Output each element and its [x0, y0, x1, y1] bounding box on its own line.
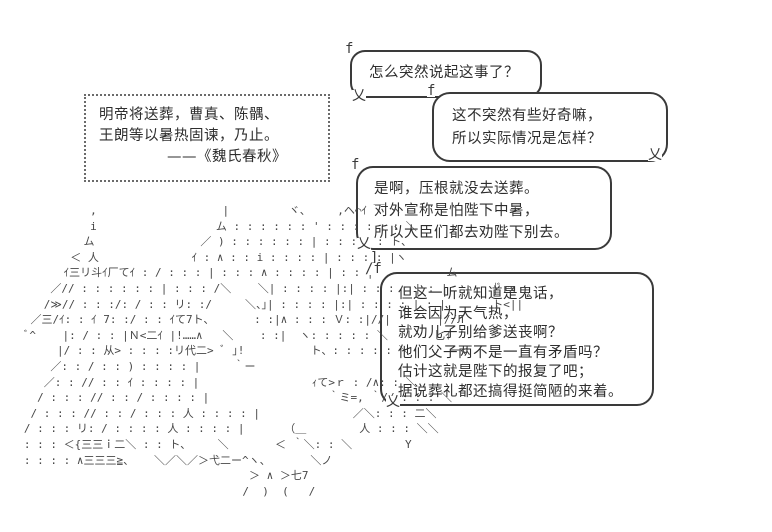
bubble2-tail-glyph: 乂: [648, 147, 662, 163]
bubble3-tail-glyph: 乂: [357, 236, 371, 252]
speech-bubble-3: 是啊，压根就没去送葬。 对外宣称是怕陛下中暑， 所以大臣们都去劝陛下别去。: [356, 166, 612, 250]
bubble2-corner-glyph: f: [427, 83, 436, 99]
quote-line-2: 王朗等以暑热固谏，乃止。: [99, 128, 279, 144]
speech-bubble-1: 怎么突然说起这事了？: [350, 50, 542, 98]
bubble4-tail-glyph: 乂: [386, 394, 400, 410]
quote-line-1: 明帝将送葬，曹真、陈髃、: [99, 107, 279, 123]
bubble-connector-bracket: ]: [370, 250, 379, 266]
speech-bubble-4: 但这一听就知道是鬼话， 谁会因为天气热， 就劝儿子别给爹送丧啊？ 他们父子两不是…: [380, 272, 654, 406]
quote-attribution: ——《魏氏春秋》: [167, 149, 287, 165]
quote-box: 明帝将送葬，曹真、陈髃、 王朗等以暑热固谏，乃止。 ——《魏氏春秋》: [84, 94, 330, 182]
bubble1-tail-glyph: 乂: [352, 88, 366, 104]
bubble3-corner-glyph: f: [351, 157, 360, 173]
speech-bubble-2: 这不突然有些好奇嘛， 所以实际情况是怎样？: [432, 92, 668, 162]
bubble4-corner-glyph: /f: [365, 261, 382, 277]
ascii-art-character: , | ヾ、 ,ヘ⌒ｲ ￣ ヽ i ム : : : : : : ' : : : …: [23, 204, 524, 498]
bubble1-corner-glyph: f: [345, 41, 354, 57]
